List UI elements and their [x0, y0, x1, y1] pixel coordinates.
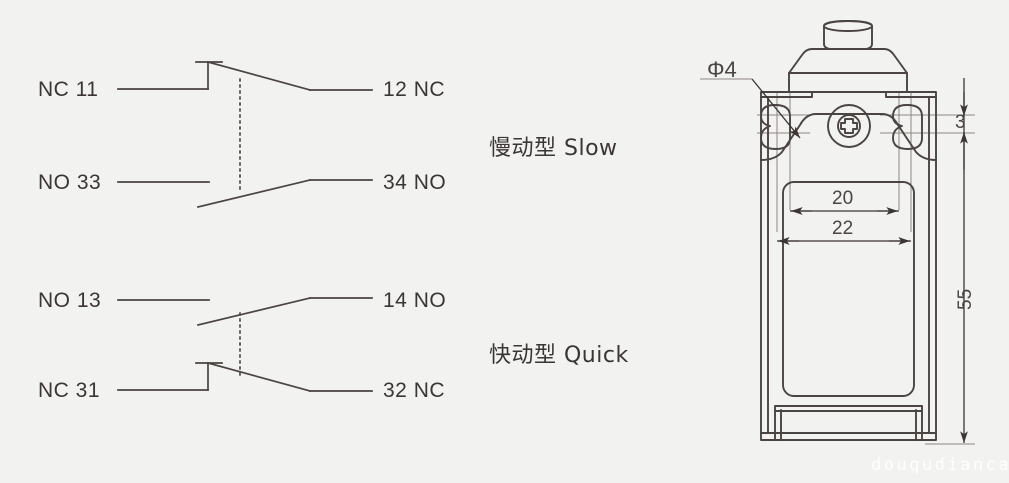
phi4-leader-arrow — [751, 78, 801, 139]
label-slow-no-left: NO 33 — [38, 171, 102, 194]
label-quick-nc-left: NC 31 — [38, 379, 101, 402]
plunger-cap — [823, 20, 873, 50]
label-slow-nc-left: NC 11 — [38, 78, 99, 101]
screw-cross-slot — [840, 118, 858, 134]
dim-label-55: 55 — [955, 288, 976, 310]
dim-label-3: 3 — [955, 112, 966, 133]
housing-top-notch — [760, 91, 937, 98]
mounting-slot-left — [760, 104, 791, 150]
dimension-lines — [751, 78, 968, 443]
label-slow-no-right: 34 NO — [383, 171, 447, 194]
screw-head-inner — [837, 114, 861, 138]
switch-body-outline — [760, 20, 937, 441]
dim-label-22: 22 — [832, 218, 854, 239]
mounting-slot-right — [892, 104, 923, 150]
cable-entry-block — [774, 405, 923, 441]
quick-nc-blade — [206, 361, 312, 393]
label-slow-nc-right: 12 NC — [383, 78, 446, 101]
caption-slow-type: 慢动型 Slow — [489, 136, 618, 161]
mounting-boss-profile — [760, 113, 937, 161]
slow-nc-blade — [206, 60, 312, 92]
dim-label-20: 20 — [832, 188, 854, 209]
actuator-shoulder — [788, 48, 908, 93]
label-quick-no-left: NO 13 — [38, 289, 102, 312]
construction-lines — [700, 78, 975, 445]
dim-label-phi4: Φ4 — [707, 57, 737, 82]
plunger-cap-ellipse — [823, 20, 873, 32]
slow-no-blade — [196, 178, 312, 209]
screw-head-outer — [827, 104, 871, 148]
front-cover-panel — [782, 181, 915, 397]
quick-no-blade — [196, 296, 312, 327]
label-quick-no-right: 14 NO — [383, 289, 447, 312]
caption-quick-type: 快动型 Quick — [489, 343, 629, 368]
label-quick-nc-right: 32 NC — [383, 379, 446, 402]
watermark-text: douqudiancan.com — [871, 455, 1009, 475]
